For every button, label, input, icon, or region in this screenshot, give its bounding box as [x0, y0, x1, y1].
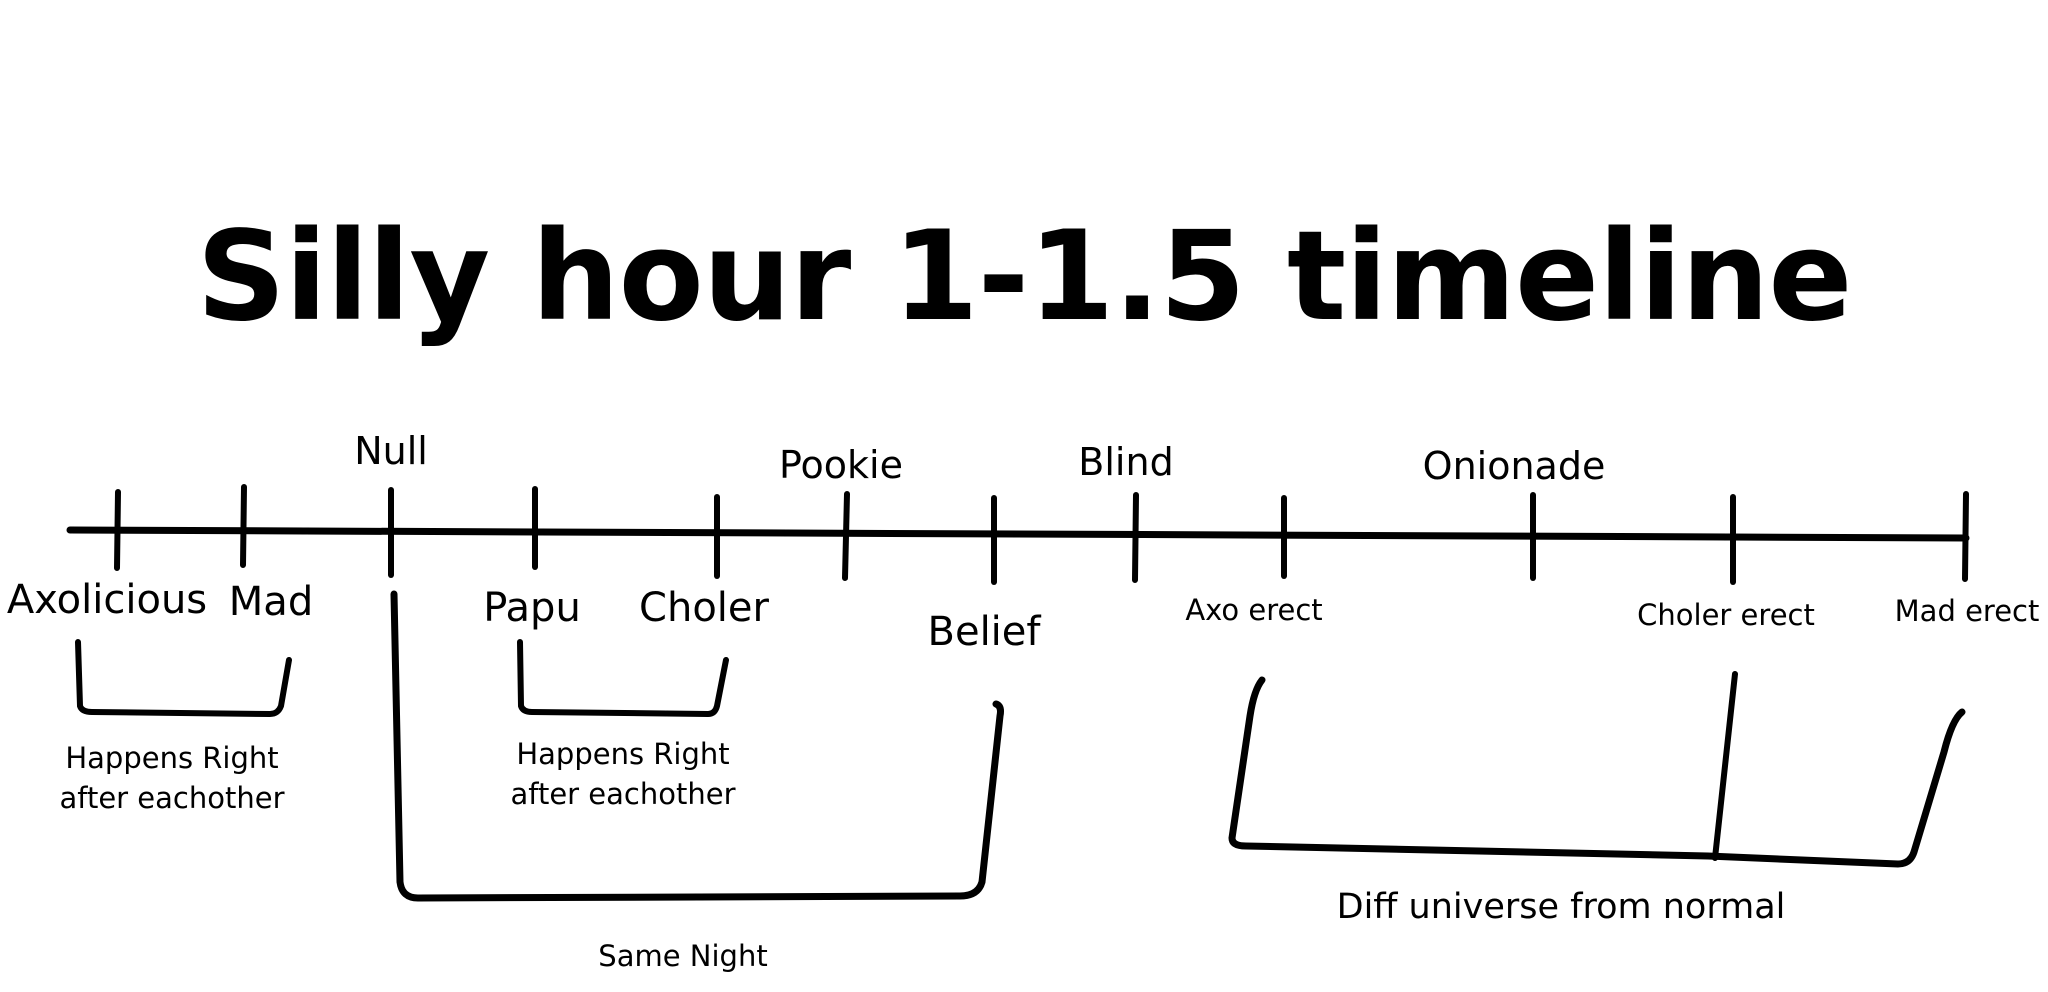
label-papu: Papu — [483, 585, 581, 631]
bracket-diff-universe-divider — [1712, 671, 1738, 861]
bracket-same-night — [390, 590, 1004, 902]
note-line: Happens Right — [516, 737, 730, 771]
note-right-after-2: Happens Right after eachother — [510, 734, 735, 814]
page-title: Silly hour 1-1.5 timeline — [196, 205, 1853, 349]
note-same-night: Same Night — [598, 939, 768, 973]
tick-pookie — [842, 491, 850, 581]
label-axo-erect: Axo erect — [1185, 593, 1323, 627]
tick-mad-erect — [1962, 491, 1969, 582]
note-line: after eachother — [510, 777, 736, 811]
label-pookie: Pookie — [778, 443, 904, 487]
label-belief: Belief — [927, 609, 1041, 655]
tick-blind — [1132, 492, 1139, 583]
tick-axolicious — [114, 489, 121, 571]
note-line: after eachother — [59, 781, 285, 815]
note-line: Happens Right — [65, 741, 279, 775]
label-choler: Choler — [639, 585, 769, 631]
label-blind: Blind — [1078, 440, 1174, 484]
note-right-after-1: Happens Right after eachother — [59, 738, 284, 818]
label-axolicious: Axolicious — [6, 577, 208, 623]
bracket-right-after-2 — [517, 639, 729, 717]
label-null: Null — [354, 429, 428, 473]
bracket-diff-universe — [1228, 676, 1966, 868]
label-onionade: Onionade — [1422, 444, 1606, 488]
note-diff-universe: Diff universe from normal — [1336, 887, 1786, 927]
label-choler-erect: Choler erect — [1637, 598, 1815, 632]
bracket-right-after-1 — [75, 639, 292, 717]
timeline-axis — [66, 526, 1970, 542]
label-mad: Mad — [228, 579, 314, 625]
label-mad-erect: Mad erect — [1894, 594, 2040, 628]
tick-mad — [240, 484, 247, 568]
